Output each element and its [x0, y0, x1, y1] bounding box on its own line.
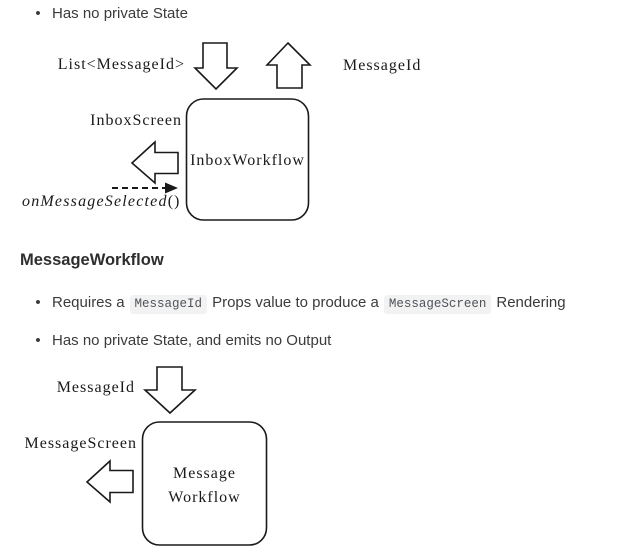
inbox-props-label: List<MessageId>: [57, 56, 185, 73]
bullet-marker: [31, 293, 45, 313]
inbox-event-name: onMessageSelected: [22, 193, 168, 210]
inbox-props-arrow-down-icon: [193, 42, 239, 91]
inbox-output-arrow-up-icon: [265, 41, 312, 89]
inbox-rendering-arrow-left-icon: [130, 140, 179, 185]
section-heading-messageworkflow: MessageWorkflow: [20, 251, 164, 269]
code-chip-messagescreen: MessageScreen: [383, 295, 492, 314]
inbox-event-parens: (): [167, 193, 181, 210]
bullet2-text-part1: Requires a: [52, 294, 125, 311]
message-box-line2: Workflow: [168, 489, 241, 506]
message-box-line1: Message: [173, 465, 236, 482]
inbox-output-label: MessageId: [343, 57, 422, 74]
code-chip-messageid: MessageId: [129, 295, 208, 314]
bullet-item-no-private-state: Has no private State: [52, 5, 188, 22]
event-arrowhead-icon: [165, 182, 178, 194]
message-rendering-arrow-left-icon: [85, 459, 134, 504]
message-workflow-box: [141, 421, 268, 546]
message-props-arrow-down-icon: [142, 366, 198, 415]
bullet2-text-part3: Rendering: [496, 294, 566, 311]
message-props-label: MessageId: [56, 379, 135, 396]
inbox-rendering-label: InboxScreen: [90, 112, 182, 129]
bullet-item-no-state-no-output: Has no private State, and emits no Outpu…: [52, 332, 332, 349]
bullet2-text-part2: Props value to produce a: [212, 294, 379, 311]
inbox-event-label: onMessageSelected(): [22, 193, 180, 211]
message-rendering-label: MessageScreen: [24, 435, 137, 452]
bullet-marker: [31, 4, 45, 24]
inbox-workflow-box: [185, 98, 310, 221]
bullet-marker: [31, 331, 45, 351]
message-workflow-box-label: Message Workflow: [142, 462, 267, 510]
inbox-workflow-box-label: InboxWorkflow: [190, 152, 305, 169]
